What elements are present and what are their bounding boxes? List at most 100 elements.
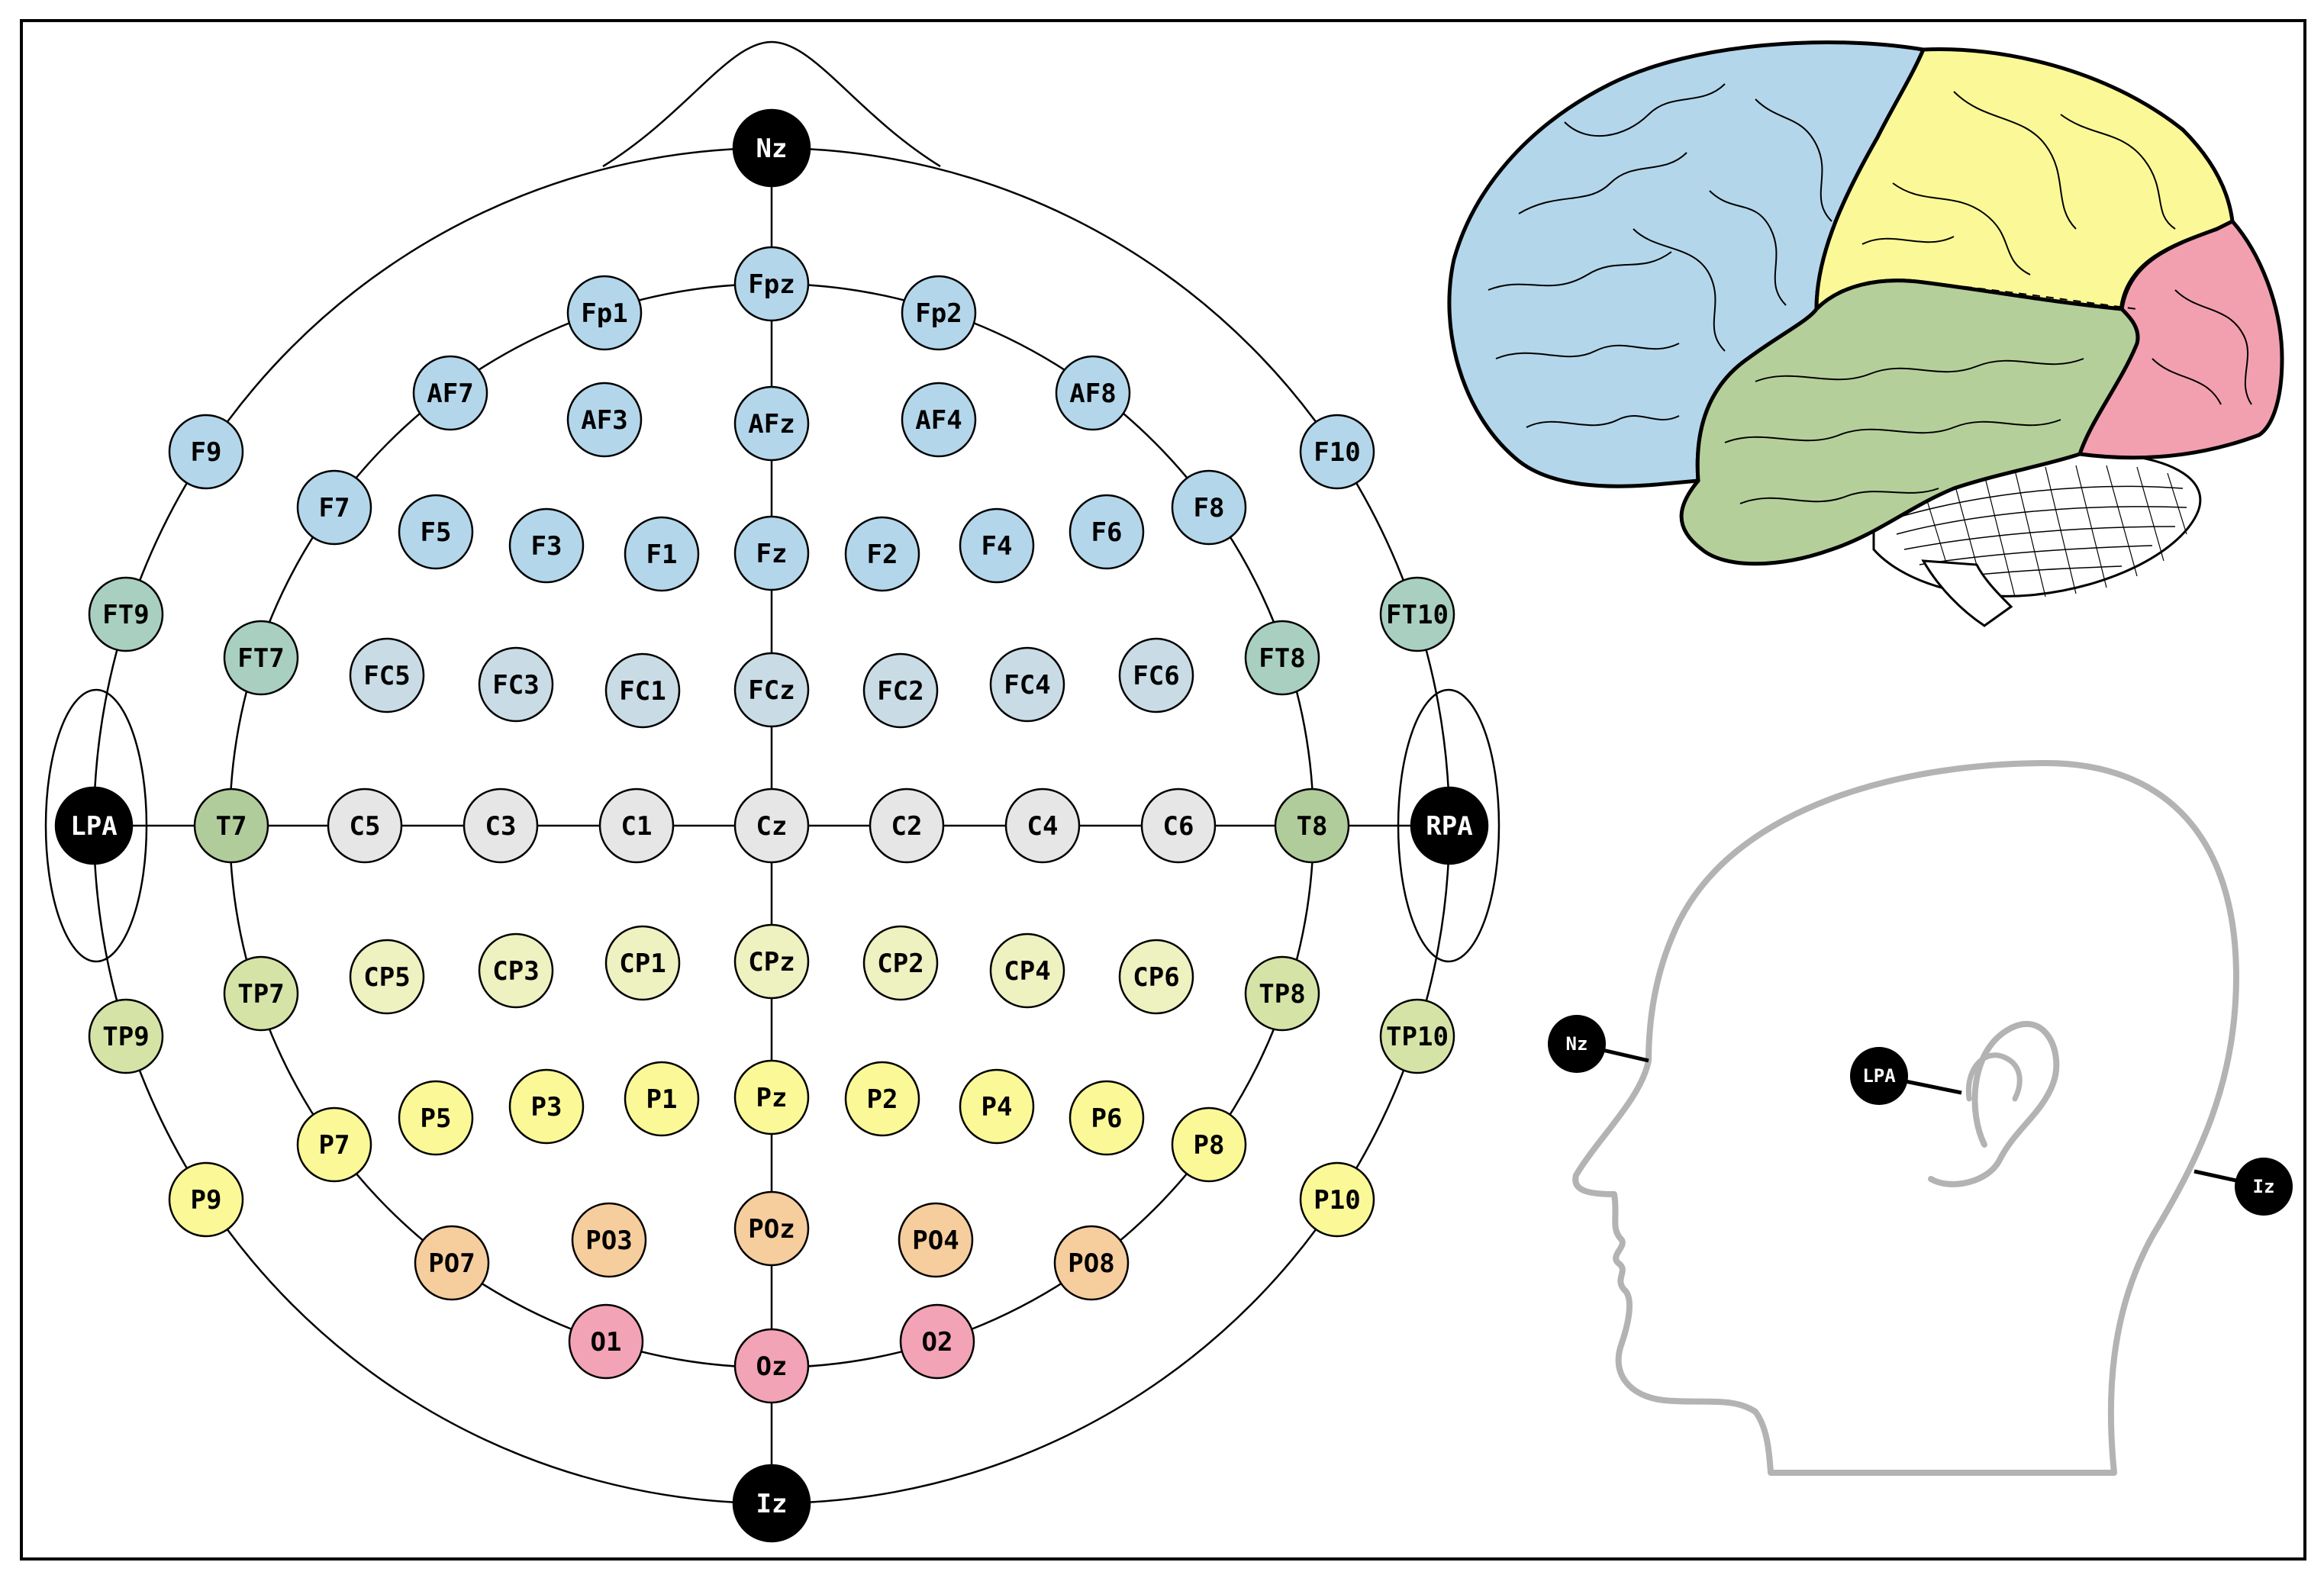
electrode-cp6: CP6 (1118, 939, 1194, 1015)
electrode-po3: PO3 (571, 1202, 647, 1278)
fiducial-iz: Iz (732, 1464, 811, 1543)
electrode-po3-marker (571, 1202, 647, 1278)
electrode-poz: POz (733, 1190, 810, 1267)
electrode-f7-label: F7 (319, 493, 350, 523)
electrode-p8-label: P8 (1194, 1130, 1225, 1161)
electrode-c6: C6 (1140, 788, 1217, 864)
electrode-f3-label: F3 (531, 531, 562, 562)
electrode-fp2-marker (901, 275, 977, 351)
electrode-p6-marker (1069, 1080, 1145, 1156)
side-marker-label: LPA (1862, 1065, 1896, 1087)
electrode-c4-label: C4 (1027, 811, 1059, 842)
electrode-fc6: FC6 (1118, 637, 1194, 713)
electrode-p1-marker (624, 1061, 700, 1137)
electrode-p6: P6 (1069, 1080, 1145, 1156)
electrode-po8-marker (1053, 1225, 1130, 1301)
electrode-cz: Cz (733, 788, 810, 864)
electrode-af4-marker (901, 382, 977, 458)
electrode-f1-label: F1 (646, 539, 678, 570)
electrode-poz-label: POz (748, 1214, 795, 1245)
electrode-ft7-marker (223, 620, 299, 696)
side-marker-label: Nz (1566, 1033, 1588, 1055)
electrode-fcz-marker (733, 652, 810, 728)
electrode-p3-label: P3 (531, 1092, 562, 1122)
electrode-af8: AF8 (1055, 355, 1131, 431)
electrode-fc5-label: FC5 (363, 661, 410, 691)
electrode-cp4: CP4 (989, 932, 1065, 1009)
electrode-af3: AF3 (566, 382, 643, 458)
electrode-p8-marker (1171, 1106, 1247, 1183)
electrode-p8: P8 (1171, 1106, 1247, 1183)
electrode-c5-label: C5 (350, 811, 381, 842)
electrode-oz: Oz (733, 1328, 810, 1404)
electrode-fcz: FCz (733, 652, 810, 728)
electrode-cpz: CPz (733, 923, 810, 1000)
electrode-p5-label: P5 (421, 1103, 452, 1134)
electrode-o1: O1 (568, 1303, 644, 1380)
electrode-f10-label: F10 (1313, 437, 1360, 468)
electrode-oz-label: Oz (756, 1351, 788, 1382)
electrode-fc6-marker (1118, 637, 1194, 713)
electrode-t7-label: T7 (216, 811, 247, 842)
electrode-afz-label: AFz (748, 409, 795, 440)
fiducial-nz-label: Nz (756, 134, 788, 164)
side-marker-nz: Nz (1548, 1015, 1606, 1073)
fiducial-lpa: LPA (54, 786, 134, 865)
electrode-af8-marker (1055, 355, 1131, 431)
electrode-c3-label: C3 (485, 811, 517, 842)
side-marker-label: Iz (2253, 1176, 2275, 1197)
electrode-p3-marker (508, 1068, 585, 1145)
electrode-ft7: FT7 (223, 620, 299, 696)
electrode-fc1: FC1 (604, 652, 681, 729)
electrode-p10-label: P10 (1313, 1185, 1360, 1216)
electrode-afz: AFz (733, 385, 810, 462)
electrode-c5: C5 (327, 788, 403, 864)
electrode-po7-marker (414, 1225, 490, 1301)
electrode-po4-marker (898, 1202, 974, 1278)
electrode-f4-label: F4 (981, 531, 1013, 562)
electrode-c1: C1 (598, 788, 675, 864)
electrode-p1: P1 (624, 1061, 700, 1137)
electrode-fc2: FC2 (862, 652, 939, 729)
electrode-f1-marker (624, 516, 700, 592)
electrode-cp3-marker (478, 932, 554, 1009)
electrode-ft9-marker (88, 576, 164, 652)
electrode-c1-label: C1 (621, 811, 653, 842)
electrode-t7: T7 (193, 788, 269, 864)
electrode-f4-marker (959, 507, 1035, 584)
electrode-fp2-label: Fp2 (915, 298, 962, 329)
electrode-c6-marker (1140, 788, 1217, 864)
electrode-p10-marker (1299, 1161, 1375, 1238)
electrode-fcz-label: FCz (748, 675, 795, 706)
electrode-f8: F8 (1171, 469, 1247, 546)
electrode-o2-label: O2 (922, 1327, 953, 1358)
brainstem (1921, 559, 2013, 627)
electrode-po7-label: PO7 (428, 1248, 475, 1279)
electrode-f4: F4 (959, 507, 1035, 584)
electrode-fpz-label: Fpz (748, 269, 795, 300)
electrode-fpz-marker (733, 246, 810, 322)
electrode-cp6-marker (1118, 939, 1194, 1015)
electrode-fc6-label: FC6 (1133, 661, 1179, 691)
electrode-cp2: CP2 (862, 925, 939, 1001)
side-view-head: Nz LPA Iz (1548, 760, 2293, 1476)
electrode-fc3-marker (478, 646, 554, 723)
electrode-p1-label: P1 (646, 1084, 678, 1115)
electrode-tp10: TP10 (1379, 998, 1455, 1074)
electrode-c2-label: C2 (891, 811, 923, 842)
electrode-afz-marker (733, 385, 810, 462)
electrode-fpz: Fpz (733, 246, 810, 322)
electrode-af4-label: AF4 (915, 405, 962, 436)
electrode-fz-marker (733, 515, 810, 591)
electrode-t8-marker (1274, 788, 1350, 864)
fiducial-lpa-marker (54, 786, 134, 865)
fiducial-lpa-label: LPA (70, 811, 117, 842)
electrode-ft8: FT8 (1244, 620, 1320, 696)
electrode-c4-marker (1004, 788, 1081, 864)
ear-outline (1928, 1021, 2060, 1187)
electrode-pz: Pz (733, 1059, 810, 1135)
electrode-tp8: TP8 (1244, 955, 1320, 1032)
electrode-cz-marker (733, 788, 810, 864)
electrode-fz-label: Fz (756, 539, 788, 569)
